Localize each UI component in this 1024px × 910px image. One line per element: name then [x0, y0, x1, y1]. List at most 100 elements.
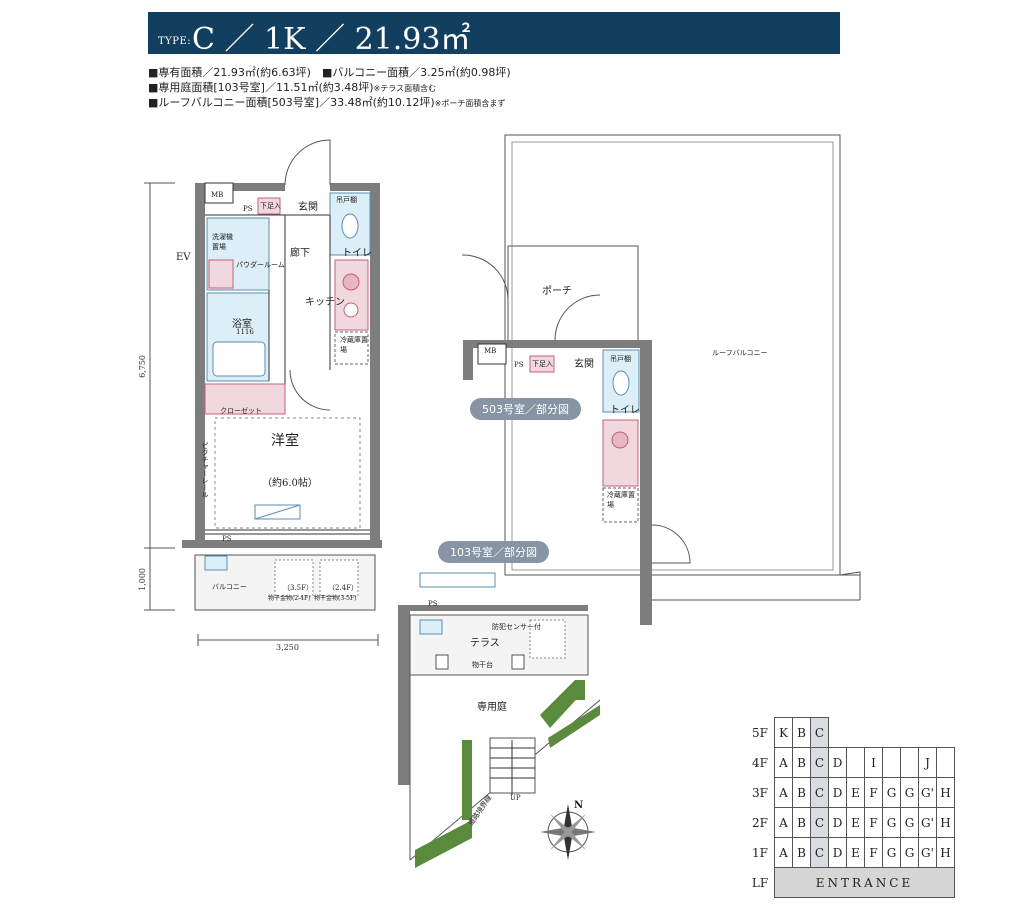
key-plan-cell: A — [774, 837, 793, 868]
key-plan-cell: A — [774, 807, 793, 838]
powder-room-label: パウダールーム — [236, 261, 285, 269]
toilet-label: トイレ — [342, 248, 372, 259]
up-label: UP — [510, 794, 521, 802]
bathroom-size: 1116 — [236, 328, 254, 336]
western-room-outline — [214, 417, 361, 529]
closet-label: クローゼット — [220, 407, 262, 415]
main-wall-left — [195, 183, 205, 543]
compass-rose — [540, 804, 596, 860]
key-plan-cell: G' — [918, 807, 937, 838]
key-plan-floor: LF — [751, 875, 769, 890]
key-plan-floor: 2F — [752, 815, 768, 830]
key-plan-cell: B — [792, 747, 811, 778]
closet — [204, 383, 286, 415]
key-plan-cell — [901, 718, 919, 748]
key-plan-cell: K — [774, 717, 793, 748]
key-plan-cell: B — [792, 807, 811, 838]
key-plan-cell — [829, 718, 847, 748]
key-plan-cell: D — [828, 777, 847, 808]
key-plan-cell: H — [936, 777, 955, 808]
key-plan-cell: A — [774, 777, 793, 808]
shoe-box-label: 下足入 — [260, 202, 281, 210]
western-room-size: （約6.0帖） — [262, 478, 318, 489]
key-plan-cell: B — [792, 777, 811, 808]
key-plan-cell: G' — [918, 777, 937, 808]
area-line-3-note: ※ポーチ面積含まず — [434, 99, 506, 108]
ps-bottom-label: PS — [222, 535, 232, 543]
dim-height-main: 6,750 — [138, 355, 147, 378]
western-room-label: 洋室 — [271, 433, 299, 449]
balcony-label: バルコニー — [212, 583, 247, 591]
key-plan-cell — [882, 747, 901, 778]
key-plan-cell — [865, 718, 883, 748]
dim-width: 3,250 — [276, 643, 299, 652]
terrace-label: テラス — [470, 638, 500, 649]
ps-103-label: PS — [428, 600, 438, 608]
area-line-1: ■専有面積／21.93㎡(約6.63坪) ■バルコニー面積／3.25㎡(約0.9… — [148, 66, 511, 79]
plan-title: C ／ 1K ／ 21.93㎡ — [192, 22, 471, 57]
key-plan-cell: C — [810, 837, 829, 868]
key-plan-cell: H — [936, 807, 955, 838]
key-plan-cell — [900, 747, 919, 778]
bathroom-label: 浴室 — [232, 319, 252, 330]
hanger-right-sub: 物干金物(3-5F) — [314, 595, 357, 602]
porch-outline — [507, 245, 639, 347]
key-plan-cell: G — [900, 807, 919, 838]
clothes-stand-label: 物干台 — [472, 661, 493, 669]
roof-balcony-outline — [504, 134, 841, 576]
shoe-box-shape — [257, 197, 281, 215]
key-plan-floor: 5F — [752, 725, 768, 740]
mb-503-label: MB — [484, 347, 497, 355]
key-plan-cell — [937, 718, 955, 748]
key-plan-cell: G — [900, 777, 919, 808]
ev-label: EV — [176, 252, 191, 263]
key-plan-cell: C — [810, 717, 829, 748]
ps-top-label: PS — [243, 205, 253, 213]
key-plan-cell: J — [918, 747, 937, 778]
fridge-503-label: 冷蔵庫置場 — [607, 491, 635, 509]
key-plan-cell — [846, 747, 865, 778]
washer-label: 洗濯機置場 — [212, 233, 233, 251]
key-plan-cell: B — [792, 717, 811, 748]
key-plan-cell: I — [864, 747, 883, 778]
key-plan-entrance: ENTRANCE — [774, 867, 955, 898]
key-plan-cell: F — [864, 777, 883, 808]
north-label: N — [574, 800, 584, 811]
mb-box — [204, 182, 234, 204]
key-plan-cell: B — [792, 837, 811, 868]
key-plan-cell — [936, 747, 955, 778]
main-wall-top-right — [330, 183, 380, 191]
sensor-light-label: 防犯センサー付 — [492, 623, 541, 631]
key-plan-cell: E — [846, 777, 865, 808]
kitchen-counter — [334, 259, 369, 331]
key-plan-cell: E — [846, 807, 865, 838]
garden-label: 専用庭 — [477, 702, 507, 713]
key-plan-cell: D — [828, 747, 847, 778]
area-line-2-text: ■専用庭面積[103号室]／11.51㎡(約3.48坪) — [148, 81, 374, 94]
key-plan-cell: D — [828, 837, 847, 868]
area-line-3: ■ルーフバルコニー面積[503号室]／33.48㎡(約10.12坪)※ポーチ面積… — [148, 94, 505, 110]
pill-103: 103号室／部分図 — [438, 541, 549, 563]
shoe-box-503-label: 下足入 — [532, 360, 553, 368]
key-plan-cell: G — [882, 777, 901, 808]
mb-label: MB — [211, 191, 224, 199]
key-plan-cell: G — [900, 837, 919, 868]
roof-balcony-label: ルーフバルコニー — [712, 349, 768, 357]
type-label: TYPE: — [158, 36, 192, 47]
main-wall-right — [370, 183, 380, 543]
key-plan-cell: G — [882, 807, 901, 838]
key-plan-cell: H — [936, 837, 955, 868]
main-wall-top-left — [195, 183, 285, 191]
hedge-plants — [415, 680, 600, 868]
entrance-503-label: 玄関 — [574, 359, 594, 370]
key-plan-cell: C — [810, 747, 829, 778]
kitchen-label: キッチン — [305, 297, 345, 308]
key-plan-cell: C — [810, 777, 829, 808]
hall-label: 廊下 — [290, 248, 310, 259]
